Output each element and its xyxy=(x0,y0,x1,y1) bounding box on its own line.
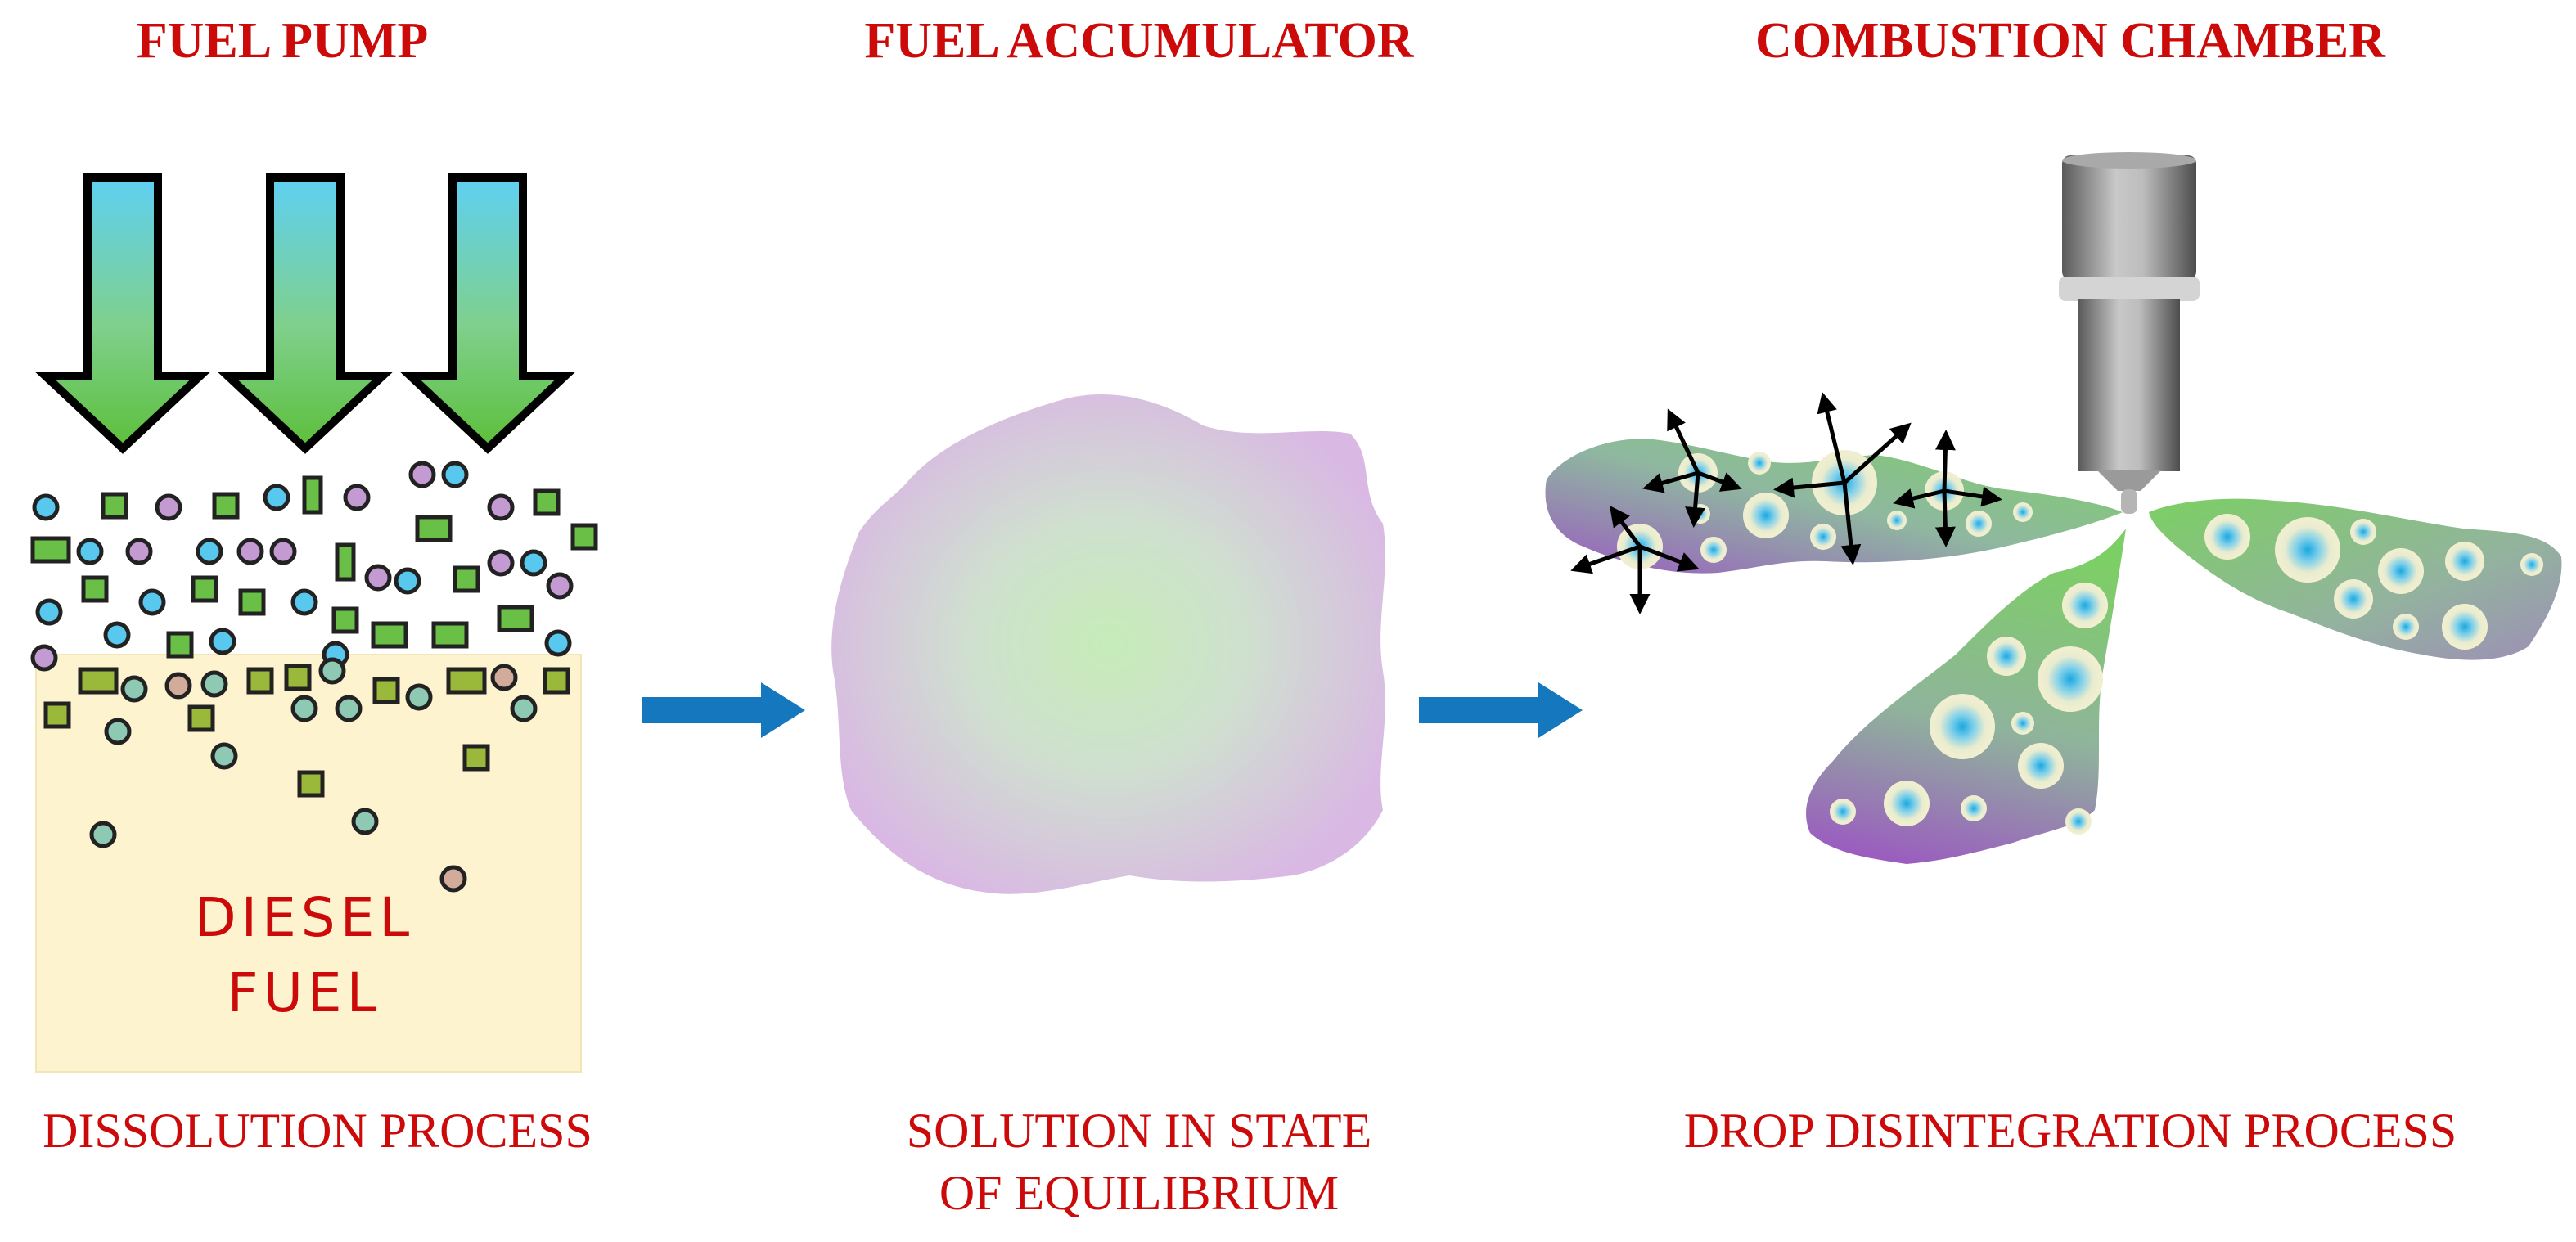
pump-arrow-icon xyxy=(35,173,210,454)
caption-dissolution: DISSOLUTION PROCESS xyxy=(43,1104,592,1158)
heading-combustion-chamber: COMBUSTION CHAMBER xyxy=(1755,13,2386,69)
tank-label-line2: FUEL xyxy=(227,961,382,1024)
green-particles xyxy=(30,475,598,659)
dissolved-square-particles xyxy=(43,664,570,798)
cyan-particles xyxy=(32,461,572,668)
breakup-arrows xyxy=(1570,392,2002,614)
dissolved-round-particles xyxy=(89,657,538,848)
equilibrium-solution-blob xyxy=(831,394,1385,894)
pump-arrow-icon xyxy=(218,173,393,454)
dissolved-pink-particles xyxy=(164,664,518,893)
pump-arrow-icon xyxy=(400,173,575,454)
fuel-droplets xyxy=(1617,450,2543,835)
caption-equilibrium-line2: OF EQUILIBRIUM xyxy=(939,1166,1339,1220)
flow-arrow-icon xyxy=(1419,682,1583,738)
flow-arrow-icon xyxy=(642,682,805,738)
heading-fuel-pump: FUEL PUMP xyxy=(137,13,428,69)
caption-disintegration: DROP DISINTEGRATION PROCESS xyxy=(1684,1104,2457,1158)
purple-particles xyxy=(30,461,574,672)
heading-fuel-accumulator: FUEL ACCUMULATOR xyxy=(864,13,1414,69)
caption-equilibrium-line1: SOLUTION IN STATE xyxy=(907,1104,1371,1158)
tank-label-line1: DIESEL xyxy=(195,886,414,949)
injector-nozzle-icon xyxy=(2059,152,2200,514)
pump-arrows xyxy=(35,173,575,454)
fuel-particles xyxy=(30,461,598,893)
